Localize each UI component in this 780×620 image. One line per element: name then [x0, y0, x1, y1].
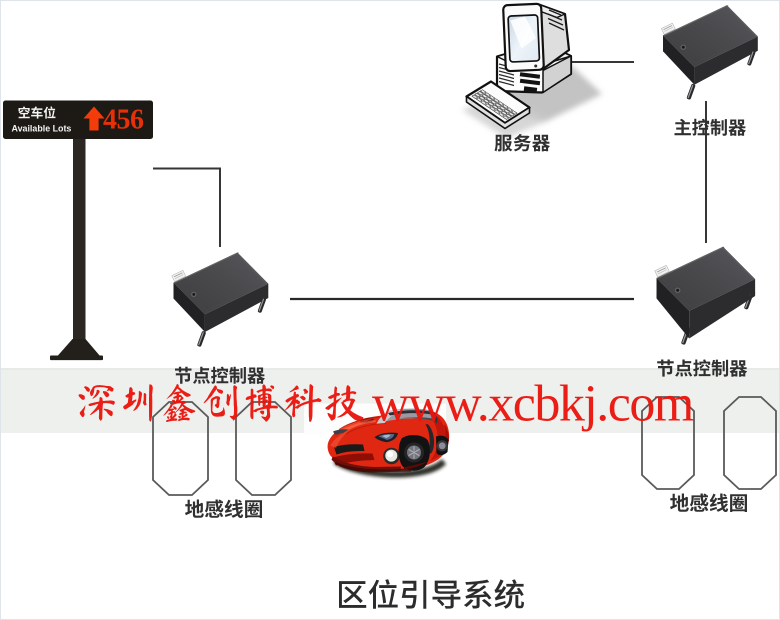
svg-text:Available Lots: Available Lots [12, 124, 72, 134]
svg-text:456: 456 [103, 105, 144, 136]
svg-text:www.xcbkj.com: www.xcbkj.com [372, 376, 694, 433]
